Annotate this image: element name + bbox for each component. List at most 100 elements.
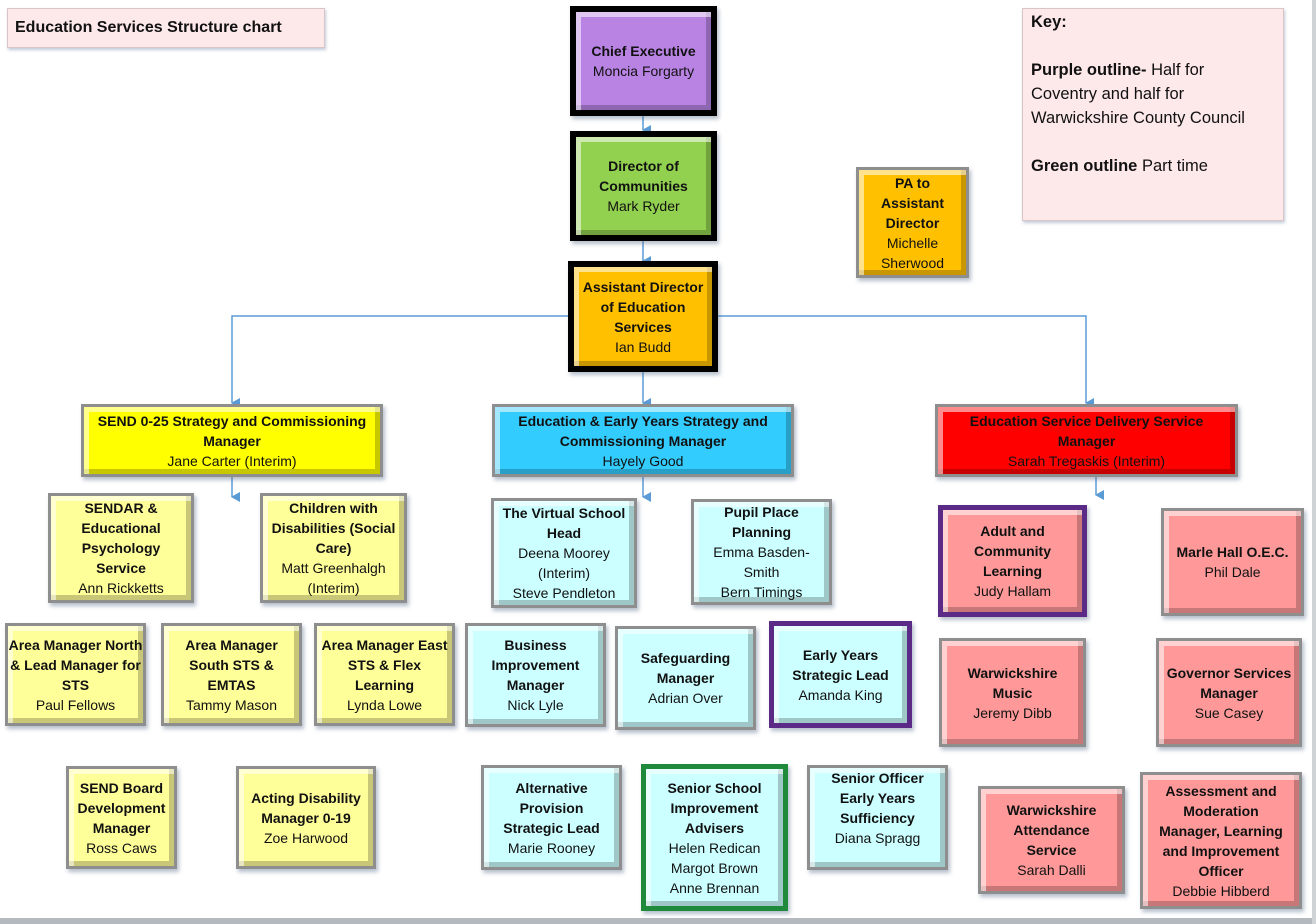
node-assessment-moderation[interactable]: Assessment and Moderation Manager, Learn… [1140, 772, 1302, 909]
node-sendar[interactable]: SENDAR & Educational Psychology Service … [48, 493, 194, 603]
node-send-board[interactable]: SEND Board Development Manager Ross Caws [66, 766, 177, 869]
node-name: Judy Hallam [973, 583, 1052, 599]
node-acting-disability[interactable]: Acting Disability Manager 0-19 Zoe Harwo… [236, 766, 376, 869]
node-name: Amanda King [798, 686, 883, 703]
node-adult-community[interactable]: Adult and Community Learning Judy Hallam [938, 505, 1087, 617]
node-role: Pupil Place Planning [724, 504, 799, 540]
node-role: Area Manager South STS & EMTAS [185, 636, 278, 693]
key-purple-label: Purple outline- [1031, 61, 1147, 79]
node-role: Assessment and Moderation Manager, Learn… [1159, 782, 1283, 879]
node-name: Michelle Sherwood [880, 234, 945, 271]
node-name: Debbie Hibberd [1172, 882, 1270, 899]
node-eey-manager[interactable]: Education & Early Years Strategy and Com… [492, 404, 794, 477]
node-warwickshire-music[interactable]: Warwickshire Music Jeremy Dibb [939, 638, 1086, 747]
node-virtual-school[interactable]: The Virtual School Head Deena Moorey (In… [491, 498, 637, 608]
node-role: Early Years Strategic Lead [792, 646, 889, 683]
node-attendance-service[interactable]: Warwickshire Attendance Service Sarah Da… [978, 786, 1125, 894]
node-name: Sue Casey [1194, 704, 1264, 721]
node-name: Hayely Good [602, 452, 684, 469]
node-name: Anne Brennan [669, 879, 760, 896]
node-role: Children with Disabilities (Social Care) [271, 500, 396, 556]
node-role: Chief Executive [591, 43, 696, 59]
node-name: Sarah Dalli [1017, 862, 1086, 878]
node-director-communities[interactable]: Director of Communities Mark Ryder [570, 131, 717, 241]
right-border [1312, 0, 1316, 924]
node-esd-manager[interactable]: Education Service Delivery Service Manag… [935, 404, 1238, 477]
key-purple-text-3: Warwickshire County Council [1031, 109, 1245, 127]
node-role: Education Service Delivery Service Manag… [969, 412, 1204, 449]
node-names: Emma Basden-Smith Bern Timings [694, 542, 829, 602]
node-name: Zoe Harwood [263, 829, 349, 846]
node-name: Steve Pendleton [512, 585, 616, 601]
node-role: Acting Disability Manager 0-19 [251, 789, 361, 826]
node-pupil-place[interactable]: Pupil Place Planning Emma Basden-Smith B… [691, 499, 832, 605]
node-early-years-lead[interactable]: Early Years Strategic Lead Amanda King [769, 621, 912, 728]
node-alternative-provision[interactable]: Alternative Provision Strategic Lead Mar… [481, 765, 622, 870]
node-name: Nick Lyle [507, 697, 564, 713]
node-name: Sarah Tregaskis (Interim) [1007, 452, 1166, 469]
node-area-east[interactable]: Area Manager East STS & Flex Learning Ly… [314, 623, 455, 726]
node-name: Adrian Over [648, 690, 723, 706]
node-name: Phil Dale [1204, 564, 1261, 580]
key-green-line: Green outline Part time [1031, 154, 1275, 178]
node-name: Ian Budd [614, 338, 672, 355]
node-name: Ross Caws [86, 839, 157, 856]
node-name: Jane Carter (Interim) [167, 452, 297, 469]
node-role: SEND 0-25 Strategy and Commissioning Man… [97, 412, 367, 449]
connector-assistant-esd [716, 315, 1094, 408]
node-name: Jeremy Dibb [973, 704, 1052, 721]
node-children-disabilities[interactable]: Children with Disabilities (Social Care)… [260, 493, 407, 603]
node-name: Paul Fellows [35, 696, 116, 713]
node-role: Marle Hall O.E.C. [1176, 544, 1289, 560]
node-name: Matt Greenhalgh (Interim) [281, 560, 386, 596]
node-role: Warwickshire Music [967, 664, 1058, 701]
bottom-border [0, 918, 1316, 924]
node-role: The Virtual School Head [502, 505, 626, 541]
node-area-north[interactable]: Area Manager North & Lead Manager for ST… [5, 623, 146, 726]
key-heading: Key: [1031, 10, 1275, 34]
node-name: Helen Redican [668, 839, 761, 856]
key-purple-text-1: Half for [1146, 61, 1205, 79]
node-role: Business Improvement Manager [491, 637, 580, 693]
node-name: Deena Moorey (Interim) [518, 545, 610, 581]
node-role: Safeguarding Manager [640, 650, 731, 686]
key-purple-line: Purple outline- Half for [1031, 58, 1275, 82]
node-chief-executive[interactable]: Chief Executive Moncia Forgarty [570, 6, 717, 116]
node-role: Senior School Improvement Advisers [667, 779, 762, 836]
node-name: Moncia Forgarty [592, 63, 695, 79]
node-send-manager[interactable]: SEND 0-25 Strategy and Commissioning Man… [81, 404, 383, 477]
node-safeguarding[interactable]: Safeguarding Manager Adrian Over [615, 626, 756, 730]
node-area-south[interactable]: Area Manager South STS & EMTAS Tammy Mas… [161, 623, 302, 726]
node-names: Helen Redican Margot Brown Anne Brennan [669, 838, 761, 898]
node-name: Mark Ryder [607, 198, 680, 214]
node-name: Tammy Mason [185, 696, 278, 713]
key-purple-text-2: Coventry and half for [1031, 85, 1185, 103]
node-name: Margot Brown [670, 859, 759, 876]
node-role: Governor Services Manager [1166, 664, 1292, 701]
node-senior-school-improvement[interactable]: Senior School Improvement Advisers Helen… [641, 764, 788, 911]
node-governor-services[interactable]: Governor Services Manager Sue Casey [1156, 638, 1302, 747]
node-name: Bern Timings [720, 584, 803, 600]
node-role: Warwickshire Attendance Service [1006, 802, 1097, 858]
node-marle-hall[interactable]: Marle Hall O.E.C. Phil Dale [1161, 508, 1304, 616]
key-green-text: Part time [1137, 157, 1208, 175]
node-name: Lynda Lowe [347, 696, 422, 713]
node-senior-officer-ey[interactable]: Senior Officer Early Years Sufficiency D… [807, 765, 948, 870]
chart-title: Education Services Structure chart [7, 8, 325, 48]
node-assistant-director[interactable]: Assistant Director of Education Services… [568, 261, 718, 372]
node-role: Area Manager North & Lead Manager for ST… [8, 636, 143, 693]
node-role: SENDAR & Educational Psychology Service [81, 500, 161, 576]
node-pa-assistant-director[interactable]: PA to Assistant Director Michelle Sherwo… [856, 167, 969, 278]
node-name: Ann Rickketts [78, 580, 164, 596]
key-green-label: Green outline [1031, 157, 1138, 175]
key-heading-text: Key: [1031, 13, 1067, 31]
node-role: Senior Officer Early Years Sufficiency [831, 770, 924, 826]
node-business-improvement[interactable]: Business Improvement Manager Nick Lyle [465, 623, 606, 727]
node-role: PA to Assistant Director [880, 174, 945, 231]
connector-assistant-send [231, 315, 570, 408]
node-role: Education & Early Years Strategy and Com… [518, 412, 768, 449]
node-names: Deena Moorey (Interim) Steve Pendleton [494, 543, 634, 603]
node-role: Alternative Provision Strategic Lead [503, 779, 600, 836]
node-role: Area Manager East STS & Flex Learning [321, 636, 448, 693]
